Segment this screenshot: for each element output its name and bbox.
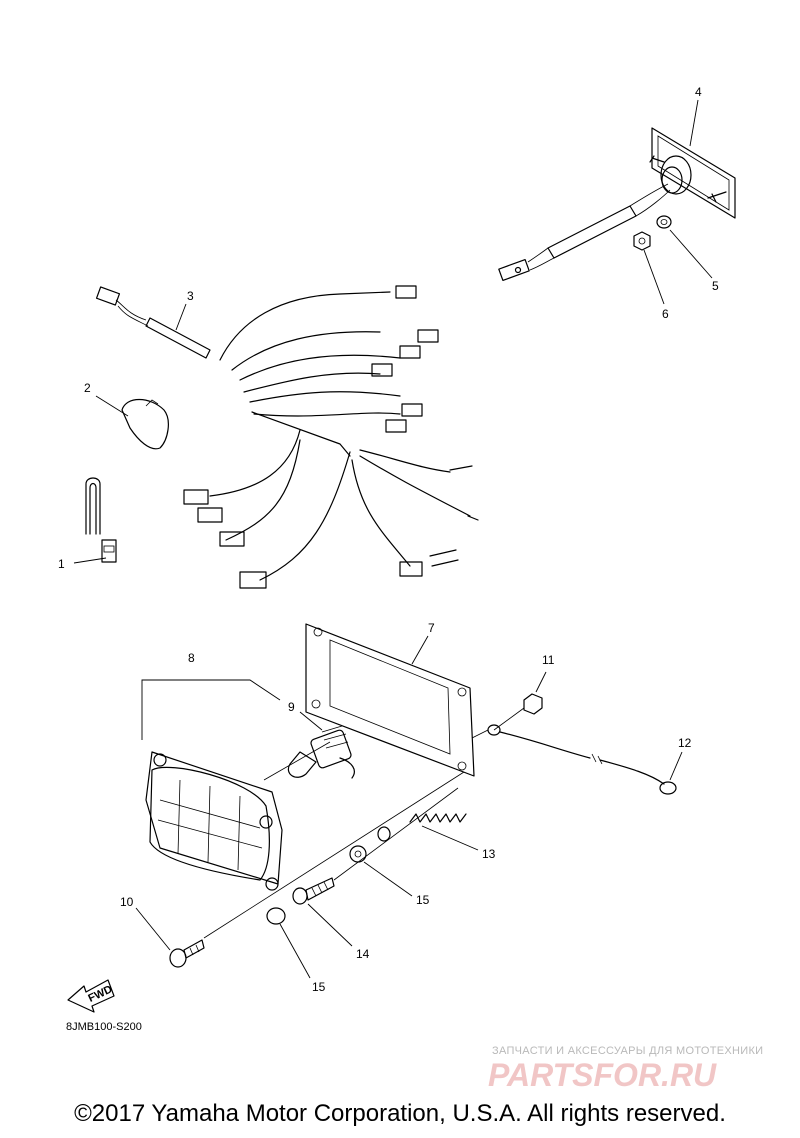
callout-10: 10 bbox=[120, 895, 134, 909]
callout-15-lower: 15 bbox=[312, 980, 326, 994]
part-15-grommet-lower bbox=[266, 907, 286, 925]
part-8-headlight bbox=[145, 751, 283, 891]
part-14-screw bbox=[292, 877, 335, 905]
part-3-wire-harness bbox=[95, 285, 479, 589]
spring-retainer bbox=[377, 826, 391, 842]
part-1-clip bbox=[85, 477, 117, 563]
part-13-spring bbox=[409, 813, 467, 823]
callout-14: 14 bbox=[356, 947, 370, 961]
callout-3: 3 bbox=[187, 289, 194, 303]
callout-15-upper: 15 bbox=[416, 893, 430, 907]
callout-7: 7 bbox=[428, 621, 435, 635]
callout-6: 6 bbox=[662, 307, 669, 321]
watermark: ЗАПЧАСТИ И АКСЕССУАРЫ ДЛЯ МОТОТЕХНИКИ PA… bbox=[488, 1045, 763, 1093]
reference-code: 8JMB100-S200 bbox=[66, 1021, 142, 1033]
forward-arrow-icon: FWD bbox=[67, 979, 115, 1013]
callout-5: 5 bbox=[712, 279, 719, 293]
watermark-tagline: ЗАПЧАСТИ И АКСЕССУАРЫ ДЛЯ МОТОТЕХНИКИ bbox=[492, 1045, 763, 1057]
callout-13: 13 bbox=[482, 847, 496, 861]
callout-12: 12 bbox=[678, 736, 692, 750]
part-2-cable-band bbox=[121, 398, 169, 450]
part-6-nut bbox=[633, 231, 651, 251]
callout-labels: 1 2 3 4 5 6 7 8 9 10 11 12 13 14 15 15 bbox=[58, 85, 719, 994]
part-7-gasket bbox=[305, 623, 475, 777]
part-5-washer bbox=[656, 215, 672, 229]
callout-1: 1 bbox=[58, 557, 65, 571]
part-4-socket-assembly bbox=[498, 127, 736, 282]
assembly-lines bbox=[203, 707, 525, 939]
callout-9: 9 bbox=[288, 700, 295, 714]
part-9-bulb bbox=[287, 725, 355, 779]
part-12-ground-wire bbox=[487, 724, 677, 795]
callout-2: 2 bbox=[84, 381, 91, 395]
part-15-grommet-upper bbox=[349, 845, 367, 863]
leader-lines bbox=[73, 99, 713, 979]
watermark-logo: PARTSFOR.RU bbox=[488, 1057, 717, 1093]
copyright-notice: ©2017 Yamaha Motor Corporation, U.S.A. A… bbox=[74, 1100, 726, 1127]
callout-8: 8 bbox=[188, 651, 195, 665]
callout-11: 11 bbox=[542, 653, 555, 667]
part-10-bolt bbox=[169, 939, 205, 968]
part-11-nut bbox=[523, 693, 543, 715]
callout-4: 4 bbox=[695, 85, 702, 99]
